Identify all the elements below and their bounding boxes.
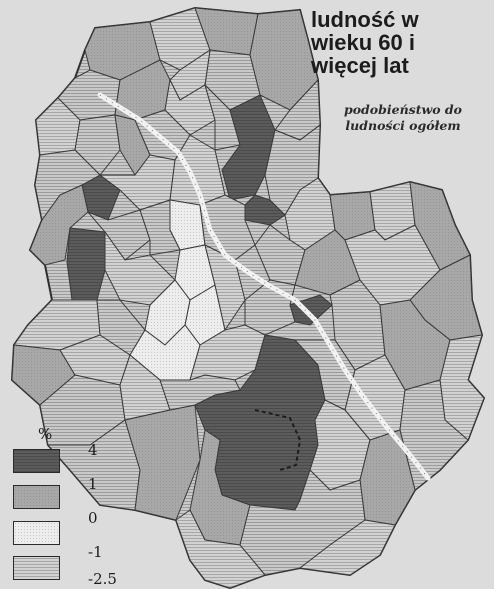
legend-swatch-3 <box>13 521 60 545</box>
district-north-11 <box>203 83 241 151</box>
map-subtitle: podobieństwo do ludności ogółem <box>318 102 488 134</box>
legend-swatch-1 <box>13 449 60 473</box>
district-west-2 <box>74 114 121 176</box>
title-line-2: wieku 60 i <box>311 30 415 55</box>
legend-label-5: -2.5 <box>88 570 117 588</box>
legend-label-1: 4 <box>88 441 98 459</box>
district-south-2 <box>159 374 241 411</box>
district-centre-4 <box>199 194 256 261</box>
legend-label-4: -1 <box>88 543 103 561</box>
district-dark-west-2 <box>66 227 106 301</box>
district-south-10 <box>298 519 396 576</box>
title-line-3: więcej lat <box>311 53 409 78</box>
dashed-boundary <box>254 409 302 471</box>
legend-label-2: 1 <box>88 475 98 493</box>
subtitle-line-2: ludności ogółem <box>345 118 461 133</box>
legend-swatch-2 <box>13 485 60 509</box>
map-title: ludność w wieku 60 i więcej lat <box>311 8 476 77</box>
legend-unit: % <box>38 425 53 443</box>
legend-label-3: 0 <box>88 509 98 527</box>
subtitle-line-1: podobieństwo do <box>343 102 463 117</box>
river-edge <box>99 94 429 479</box>
title-line-1: ludność w <box>311 7 419 32</box>
legend-swatch-4 <box>13 556 60 580</box>
